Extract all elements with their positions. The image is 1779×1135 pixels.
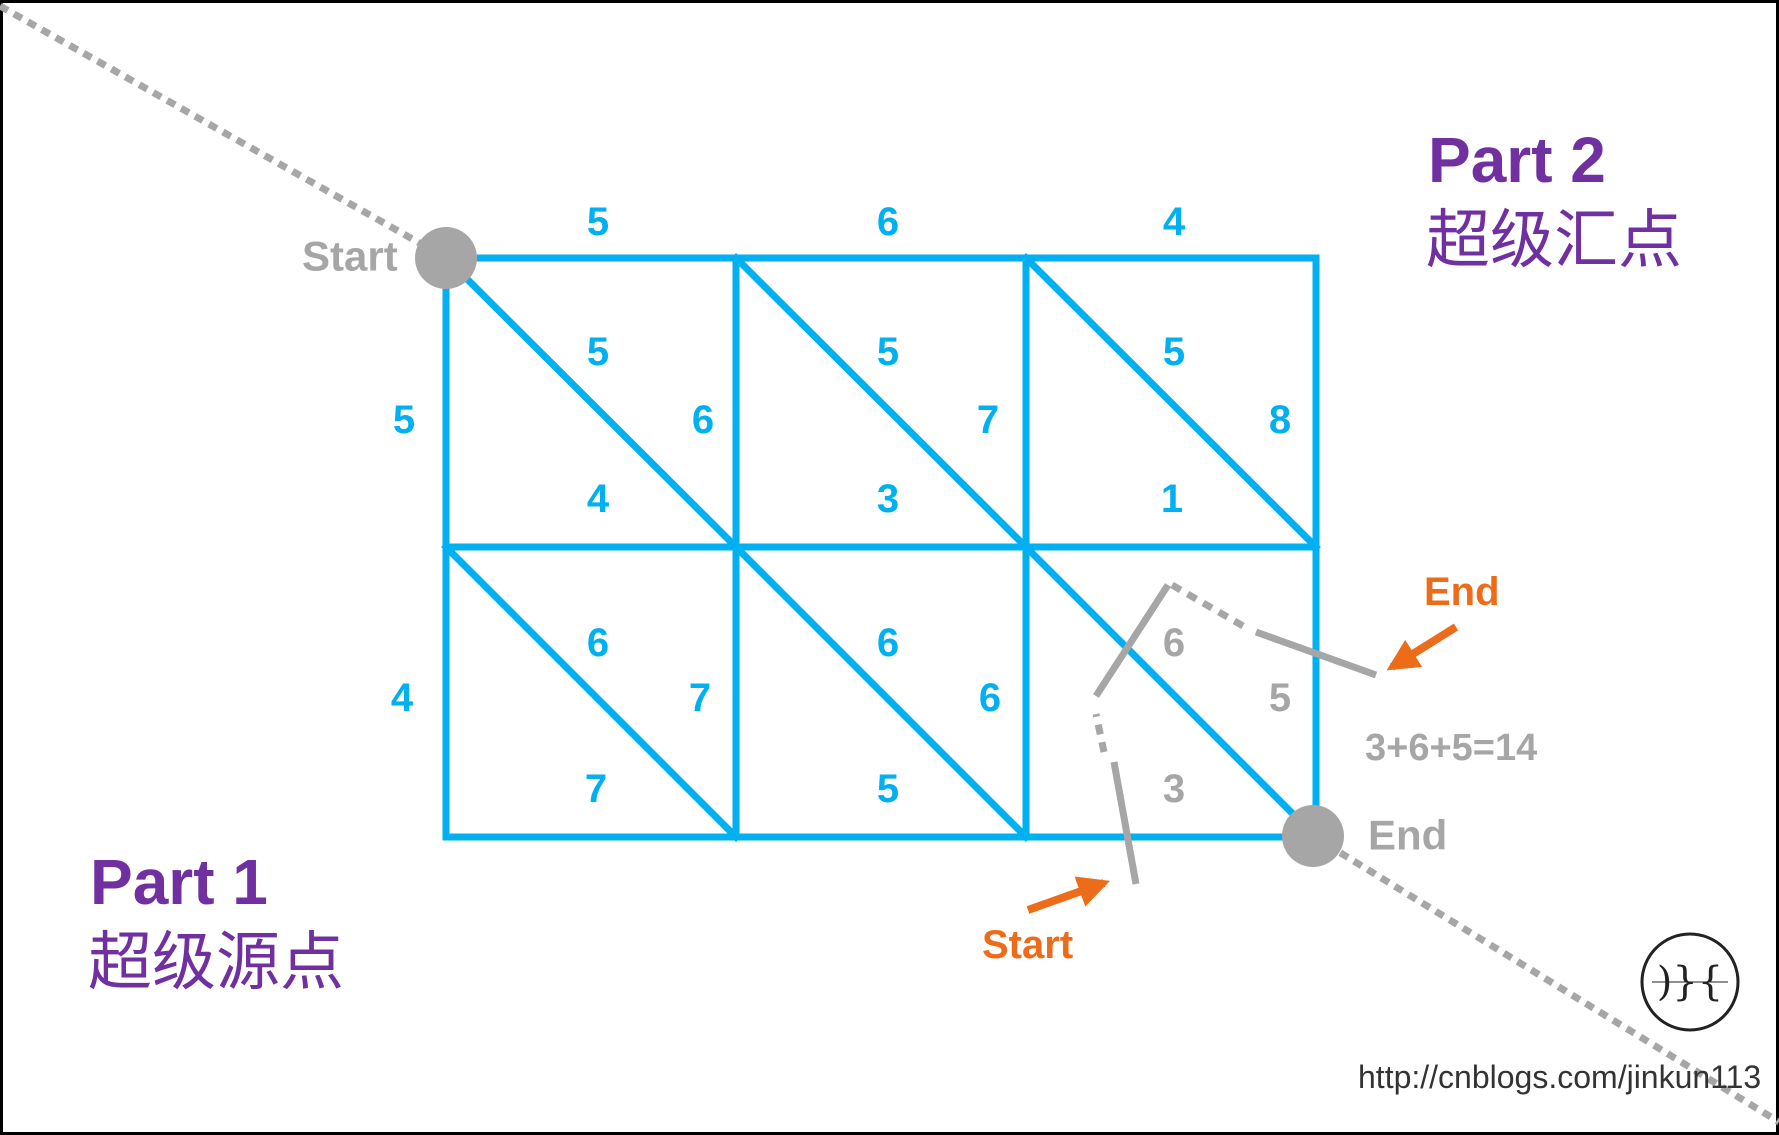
edge-diag-r1c3 <box>1021 253 1321 552</box>
part1-title: Part 1 <box>90 846 268 918</box>
edge-diag-r1c2 <box>731 253 1031 552</box>
capacity-diag-r1-3: 5 <box>1163 330 1185 374</box>
min-cut-line <box>1092 581 1378 885</box>
cut-segment-4 <box>1170 581 1252 634</box>
part2-title: Part 2 <box>1428 124 1606 196</box>
capacity-vert-r1-1: 5 <box>393 398 415 442</box>
cut-segment-1 <box>1110 761 1140 885</box>
capacity-mid-2: 3 <box>877 477 899 521</box>
capacity-diag-r2-1: 6 <box>587 621 609 665</box>
capacity-diag-r2-2: 6 <box>877 621 899 665</box>
capacity-mid-1: 4 <box>587 477 610 521</box>
capacity-vert-r1-2: 6 <box>692 398 714 442</box>
edge-diag-r1c1 <box>441 253 741 552</box>
capacity-top-3: 4 <box>1163 200 1186 244</box>
capacity-mid-3: 1 <box>1161 477 1183 521</box>
start-node-label: Start <box>302 233 398 280</box>
capacity-vert-r2-3: 6 <box>979 676 1001 720</box>
capacity-vert-r2-4-cut: 5 <box>1269 676 1291 720</box>
edge-diag-r2c2 <box>731 542 1031 842</box>
capacity-vert-r2-2: 7 <box>689 676 711 720</box>
super-source-dotted-line <box>0 2 448 262</box>
capacity-bottom-3-cut: 3 <box>1163 767 1185 811</box>
cut-segment-5 <box>1254 628 1378 679</box>
capacity-diag-r1-2: 5 <box>877 330 899 374</box>
cut-segment-2 <box>1092 713 1108 753</box>
part2-subtitle: 超级汇点 <box>1426 204 1682 278</box>
capacity-vert-r2-1: 4 <box>391 676 414 720</box>
capacity-bottom-2: 5 <box>877 767 899 811</box>
logo-circle <box>1640 932 1740 1032</box>
super-sink-dotted-line <box>1311 833 1779 1125</box>
capacity-top-1: 5 <box>587 200 609 244</box>
cut-start-label: Start <box>982 923 1073 967</box>
grid-edges <box>441 253 1321 842</box>
cut-end-arrow <box>1386 623 1459 671</box>
capacity-vert-r1-4: 8 <box>1269 398 1291 442</box>
cut-segment-3 <box>1093 583 1171 698</box>
end-node <box>1282 805 1344 867</box>
logo-mark: )}{ <box>1657 959 1724 1005</box>
capacity-diag-r1-1: 5 <box>587 330 609 374</box>
edge-diag-r2c3 <box>1021 542 1321 842</box>
cut-end-label: End <box>1424 570 1500 614</box>
source-url: http://cnblogs.com/jinkun113 <box>1358 1059 1761 1095</box>
edge-diag-r2c1 <box>441 542 741 842</box>
capacity-bottom-1: 7 <box>585 767 607 811</box>
part1-subtitle: 超级源点 <box>88 926 344 1000</box>
cut-start-arrow <box>1026 876 1111 914</box>
end-node-label: End <box>1368 812 1447 859</box>
capacity-vert-r1-3: 7 <box>977 398 999 442</box>
cut-capacity-formula: 3+6+5=14 <box>1365 727 1537 769</box>
start-node <box>415 227 477 289</box>
capacity-diag-r2-3-cut: 6 <box>1163 621 1185 665</box>
capacity-top-2: 6 <box>877 200 899 244</box>
